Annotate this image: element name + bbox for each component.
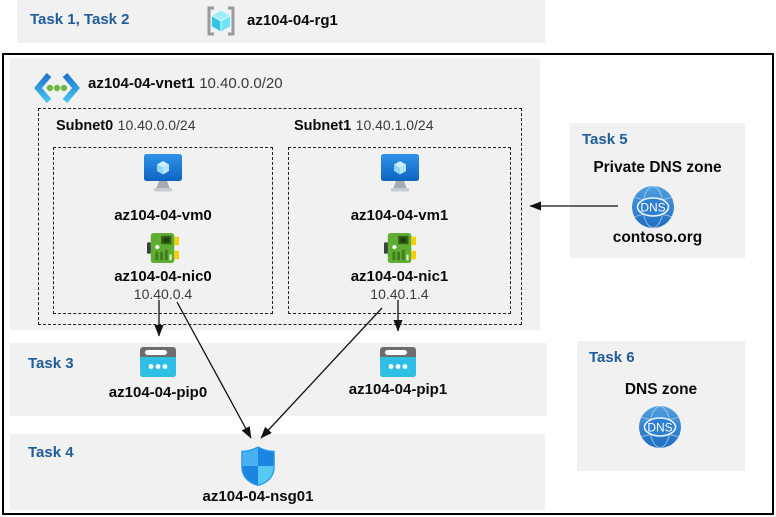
task6-label: Task 6: [589, 349, 635, 366]
task4-band: Task 4 az104-04-nsg01: [10, 434, 545, 510]
resource-group-name: az104-04-rg1: [247, 12, 338, 29]
subnet1-name: Subnet1: [294, 118, 352, 134]
nsg-label: az104-04-nsg01: [202, 488, 314, 505]
subnet0-box: az104-04-vm0: [53, 147, 273, 314]
nic0-label: az104-04-nic0: [114, 268, 212, 285]
subnet1-box: az104-04-vm1: [288, 147, 511, 314]
subnet1-cidr: 10.40.1.0/24: [355, 117, 434, 133]
pip1-label: az104-04-pip1: [348, 381, 448, 398]
vnet-band: az104-04-vnet1 10.40.0.0/20 Subnet0 10.4…: [10, 58, 540, 330]
task6-box: Task 6 DNS zone DNS: [577, 341, 745, 471]
subnet0-cidr: 10.40.0.0/24: [117, 117, 196, 133]
vm0-label: az104-04-vm0: [114, 207, 212, 224]
private-dns-zone-title: Private DNS zone: [593, 159, 722, 176]
dns-zone-name: contoso.org: [612, 229, 703, 246]
dns-globe-icon: DNS: [631, 185, 675, 229]
task4-label: Task 4: [28, 444, 74, 461]
vnet-name: az104-04-vnet1: [88, 75, 195, 92]
vnet-cidr: 10.40.0.0/20: [199, 75, 283, 92]
task12-band: Task 1, Task 2 az104-04-rg1: [17, 0, 545, 43]
subnet1-title: Subnet1 10.40.1.0/24: [294, 117, 434, 135]
svg-text:DNS: DNS: [647, 421, 672, 435]
task5-label: Task 5: [582, 131, 628, 148]
virtual-machine-icon: [143, 153, 183, 197]
nic-icon: [147, 231, 179, 265]
public-ip-icon: [380, 347, 416, 377]
dns-zone-title: DNS zone: [624, 381, 698, 398]
resource-group-icon: [203, 3, 239, 39]
svg-text:DNS: DNS: [640, 201, 665, 215]
nsg-shield-icon: [240, 446, 276, 486]
nic1-label: az104-04-nic1: [350, 268, 449, 285]
subnet0-title: Subnet0 10.40.0.0/24: [56, 117, 196, 135]
subnet0-name: Subnet0: [56, 118, 114, 134]
task3-band: Task 3 az104-04-pip0 az104-04-pip1: [10, 343, 547, 416]
nic1-ip: 10.40.1.4: [370, 286, 429, 302]
subnets-dashed-box: Subnet0 10.40.0.0/24 az104-04-vm0: [38, 108, 522, 325]
nic0-ip: 10.40.0.4: [133, 286, 193, 302]
pip0-label: az104-04-pip0: [108, 384, 208, 401]
virtual-machine-icon: [380, 153, 420, 197]
virtual-network-icon: [33, 70, 81, 106]
task5-box: Task 5 Private DNS zone DNS contoso.org: [570, 123, 745, 258]
task12-label: Task 1, Task 2: [30, 11, 130, 28]
task3-label: Task 3: [28, 355, 74, 372]
vnet-title: az104-04-vnet1 10.40.0.0/20: [88, 75, 283, 93]
dns-globe-icon: DNS: [638, 405, 682, 449]
vm1-label: az104-04-vm1: [350, 207, 449, 224]
public-ip-icon: [140, 347, 176, 377]
nic-icon: [383, 231, 416, 265]
